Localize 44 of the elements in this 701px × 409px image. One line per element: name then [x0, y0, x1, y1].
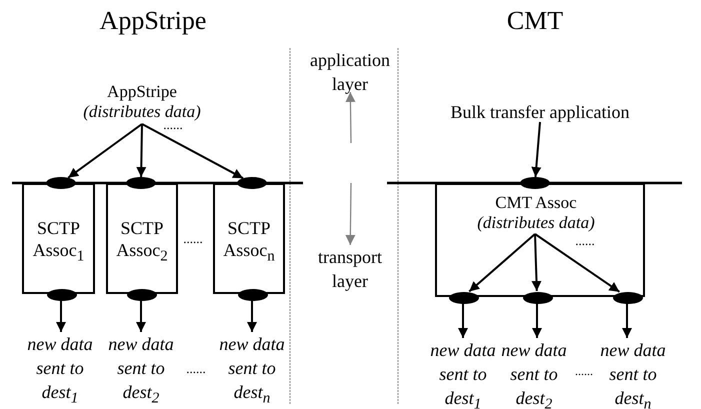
label-text: new data sent to dest$_{n}$	[593, 338, 673, 408]
label-text: CMT Assoc	[495, 193, 577, 213]
section-heading: CMT	[506, 6, 564, 36]
arrow	[142, 123, 244, 180]
arrow	[345, 183, 356, 245]
arrow	[345, 92, 356, 143]
arrow	[136, 124, 146, 178]
arrow	[68, 123, 143, 179]
label-text: SCTP Assoc$_{2}$	[115, 217, 169, 267]
arrow	[534, 233, 620, 293]
endpoint-oval	[47, 289, 77, 301]
ellipsis-text: ......	[575, 364, 593, 378]
label-text: (distributes data)	[477, 213, 595, 233]
arrow	[532, 234, 542, 292]
endpoint-oval	[613, 292, 643, 304]
label-text: new data sent to dest$_{2}$	[101, 332, 181, 404]
label-text: AppStripe	[107, 82, 177, 102]
ellipsis-text: ......	[185, 362, 207, 376]
ellipsis-text: ......	[182, 232, 204, 246]
endpoint-oval	[238, 289, 268, 301]
endpoint-oval	[449, 292, 479, 304]
label-text: transport layer	[300, 245, 400, 289]
arrow	[468, 233, 536, 292]
arrow	[56, 300, 66, 332]
endpoint-oval	[127, 289, 157, 301]
arrow	[247, 300, 257, 332]
section-heading: AppStripe	[98, 6, 208, 36]
endpoint-oval	[237, 177, 267, 189]
arrow	[622, 303, 632, 338]
label-text: SCTP Assoc$_{n}$	[222, 217, 276, 267]
endpoint-oval	[126, 177, 156, 189]
endpoint-oval	[46, 177, 76, 189]
ellipsis-text: ......	[574, 234, 596, 248]
label-text: application layer	[300, 48, 400, 92]
label-text: SCTP Assoc$_{1}$	[32, 217, 86, 267]
arrow	[136, 300, 146, 332]
arrow	[531, 122, 542, 178]
endpoint-oval	[523, 292, 553, 304]
endpoint-oval	[520, 177, 550, 189]
label-text: new data sent to dest$_{n}$	[212, 332, 292, 404]
arrow	[458, 303, 468, 338]
label-text: new data sent to dest$_{1}$	[20, 332, 100, 404]
label-text: Bulk transfer application	[440, 100, 640, 122]
arrow	[532, 303, 542, 338]
